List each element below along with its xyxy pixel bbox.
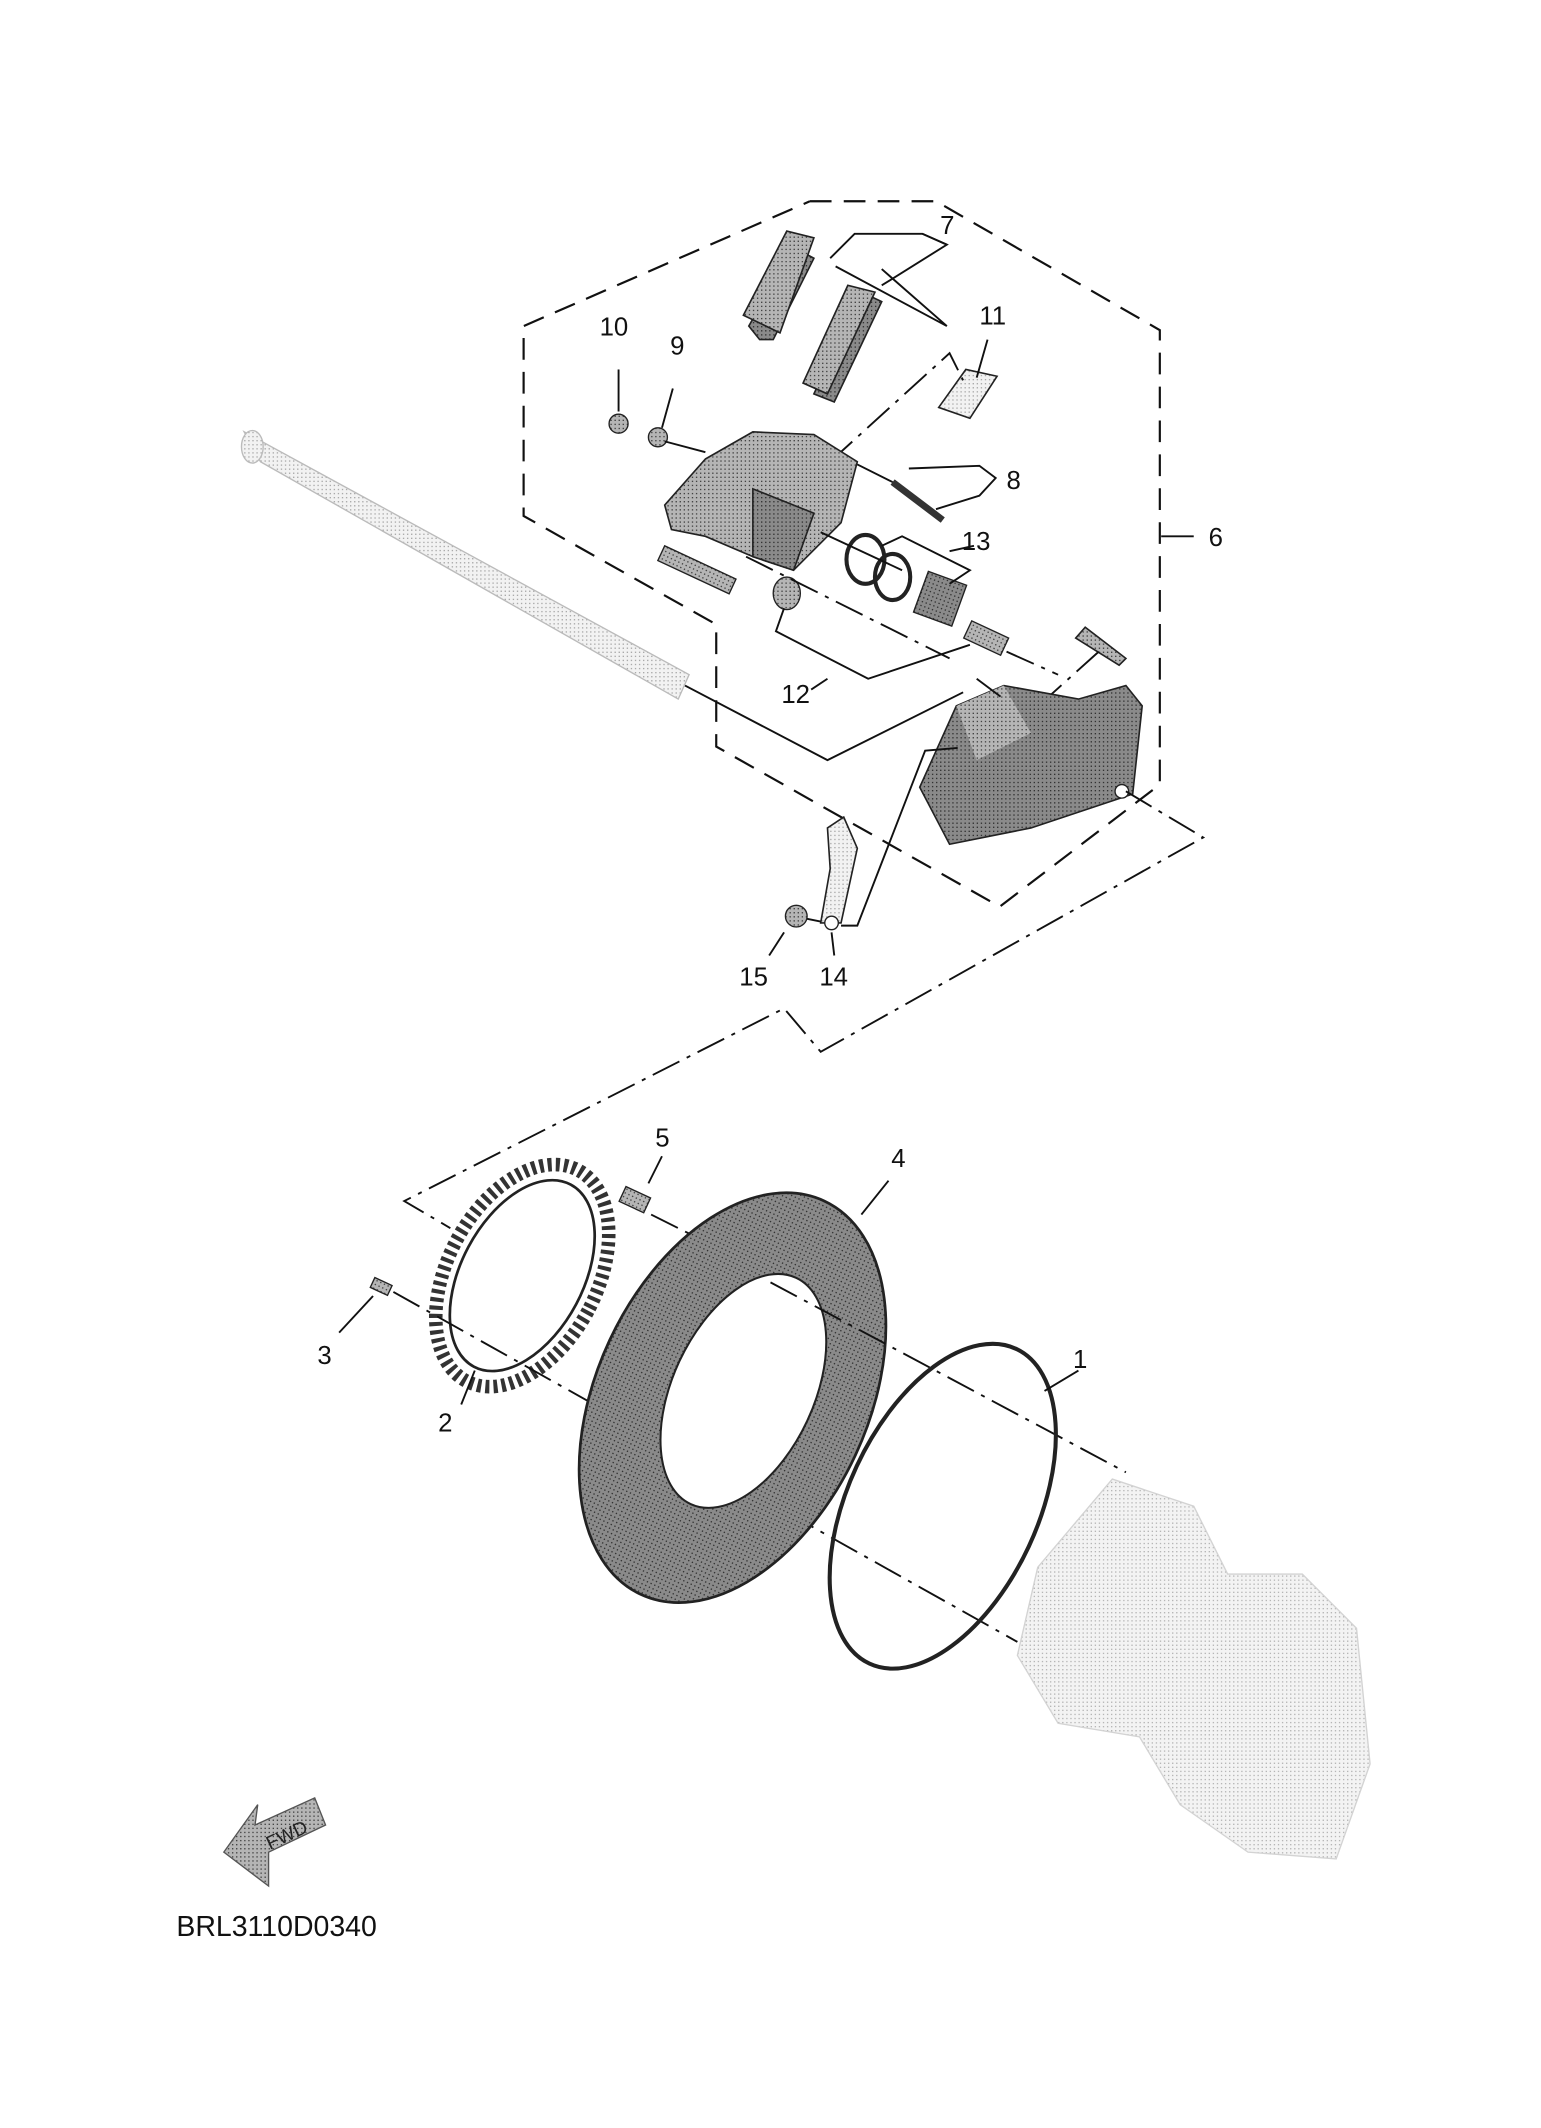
callout-13: 13: [962, 528, 991, 556]
boot: [772, 576, 802, 611]
brake-pads: [742, 230, 883, 404]
callout-15: 15: [739, 963, 768, 991]
bleed-cap: [608, 413, 629, 434]
abs-sensor-rotor: [428, 1157, 616, 1394]
callout-4: 4: [891, 1145, 905, 1173]
callout-12: 12: [781, 681, 810, 709]
slide-pin: [962, 619, 1010, 657]
callout-10: 10: [600, 314, 629, 342]
callout-9: 9: [670, 333, 684, 361]
caliper-assembly-boundary: [522, 200, 1161, 908]
callout-5: 5: [655, 1125, 669, 1153]
pad-pin: [890, 479, 945, 523]
caliper-bracket: [918, 684, 1144, 846]
final-drive-hub: [1016, 1478, 1371, 1860]
disc-bolt: [618, 1185, 652, 1214]
sensor-bracket: [819, 815, 859, 924]
callout-11: 11: [979, 303, 1006, 331]
piston-seal: [844, 532, 887, 586]
washer: [824, 915, 840, 931]
gasket: [827, 1341, 1058, 1671]
callout-6: 6: [1209, 524, 1223, 552]
pad-spring: [937, 368, 999, 420]
dust-seal: [872, 551, 913, 603]
sensor-clip: [1074, 626, 1128, 667]
callout-1: 1: [1073, 1346, 1087, 1374]
callout-3: 3: [317, 1342, 331, 1370]
forward-direction-arrow: FWD: [222, 1796, 327, 1888]
diagram-code: BRL3110D0340: [176, 1911, 376, 1943]
callout-7: 7: [940, 212, 954, 240]
rotor-bolt: [369, 1276, 393, 1297]
nut: [784, 904, 808, 928]
callout-2: 2: [438, 1410, 452, 1438]
caliper-body: [656, 431, 859, 595]
rear-axle: [240, 429, 690, 701]
bleed-screw: [647, 427, 669, 448]
brake-disc: [577, 1191, 888, 1604]
callout-8: 8: [1007, 467, 1021, 495]
piston: [912, 570, 968, 627]
callout-14: 14: [819, 963, 848, 991]
